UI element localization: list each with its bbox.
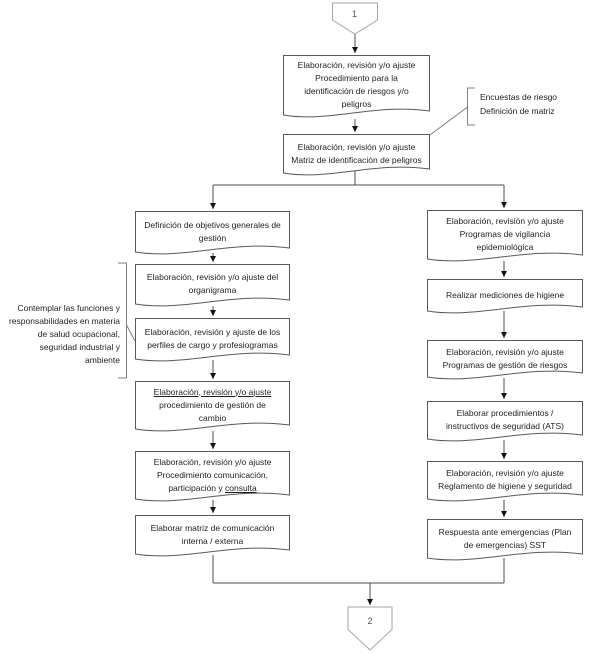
- bracket-right-icon: [467, 87, 475, 126]
- annotation-text-line: seguridad industrial y: [39, 342, 120, 352]
- node-comunicacion-consulta: Elaboración, revisión y/o ajuste Procedi…: [135, 451, 290, 505]
- annotation-encuestas-riesgo: Encuestas de riesgo Definición de matriz: [480, 90, 557, 118]
- node-text-line: Respuesta ante emergencias (Plan: [438, 526, 572, 537]
- node-respuesta-emergencias: Respuesta ante emergencias (Plan de emer…: [427, 519, 583, 564]
- node-objetivos-generales: Definición de objetivos generales de ges…: [135, 211, 290, 258]
- node-matriz-comunicacion: Elaborar matriz de comunicación interna …: [135, 515, 290, 560]
- node-text-line: Elaboración, revisión y/o ajuste: [153, 456, 272, 467]
- annotation-text-line: responsabilidades en materia: [8, 316, 120, 326]
- node-matriz-identificacion-peligros: Elaboración, revisión y/o ajuste Matriz …: [283, 134, 430, 179]
- annotation-text-line: de salud ocupacional,: [37, 329, 120, 339]
- document-shape-outline: [427, 279, 583, 314]
- document-shape-outline: [135, 211, 290, 255]
- node-vigilancia-epidemiologica: Elaboración, revisión y/o ajuste Program…: [427, 210, 583, 265]
- document-shape-outline: [135, 264, 290, 307]
- node-text-line: Realizar mediciones de higiene: [445, 289, 565, 300]
- annotation-contemplar-funciones: Contemplar las funciones y responsabilid…: [0, 302, 120, 367]
- node-organigrama: Elaboración, revisión y/o ajuste del org…: [135, 264, 290, 310]
- node-text-line: Procedimiento para la: [315, 73, 398, 83]
- node-text-line: identificación de riesgos y/o: [304, 86, 409, 96]
- node-text-line: Elaboración, revisión y/o ajuste: [297, 141, 416, 152]
- node-text-line: Elaboración, revisión y/o ajuste del: [146, 272, 279, 282]
- offpage-connector-end-shape: [347, 606, 393, 651]
- node-instructivos-ats: Elaborar procedimientos / instructivos d…: [427, 401, 583, 445]
- document-shape-outline: [135, 515, 290, 557]
- bracket-left-leader: [126, 324, 136, 342]
- node-proc-identificacion-riesgos: Elaboración, revisión y/o ajuste Procedi…: [283, 55, 430, 121]
- node-text-line: cambio: [198, 412, 227, 423]
- node-text-line: gestión: [198, 232, 227, 243]
- node-text-line: Definición de objetivos generales de: [144, 219, 281, 230]
- node-text-line: Elaboración, revisión y/o ajuste: [446, 346, 564, 357]
- annotation-text-line: Contemplar las funciones y: [17, 303, 120, 313]
- document-shape-outline: [135, 318, 290, 362]
- document-shape-outline: [427, 401, 583, 442]
- document-shape-outline: [427, 461, 583, 502]
- node-perfiles-cargo: Elaboración, revisión y ajuste de los pe…: [135, 318, 290, 365]
- bracket-left-icon: [118, 262, 127, 379]
- node-text-line: Elaboración, revisión y/o ajuste: [297, 60, 416, 70]
- node-text-line: Elaboración, revisión y/o ajuste: [446, 216, 564, 226]
- node-reglamento-higiene: Elaboración, revisión y/o ajuste Reglame…: [427, 461, 583, 505]
- node-text-line: Elaborar matriz de comunicación: [150, 522, 275, 533]
- node-text-line: epidemiológica: [476, 242, 534, 252]
- node-text-line: Procedimiento comunicación,: [156, 469, 269, 480]
- node-text-line: Elaboración, revisión y ajuste de los: [144, 326, 281, 337]
- node-text-line: procedimiento de gestión de: [159, 399, 266, 410]
- node-text-line: peligros: [341, 99, 372, 109]
- document-shape-outline: [427, 340, 583, 380]
- document-shape-outline: [427, 210, 583, 262]
- node-text-line: de emergencias) SST: [463, 539, 547, 550]
- node-text-line: participación y consulta: [168, 482, 257, 493]
- node-text-line: Programas de gestión de riesgos: [442, 359, 568, 370]
- annotation-text-line: ambiente: [85, 355, 120, 365]
- document-shape-outline: [283, 134, 430, 176]
- document-shape-outline: [135, 451, 290, 502]
- bracket-right-leader: [429, 106, 468, 136]
- node-text-line: perfiles de cargo y profesiogramas: [147, 339, 278, 350]
- node-gestion-cambio: Elaboración, revisión y/o ajuste procedi…: [135, 381, 290, 435]
- node-text-line: organigrama: [188, 285, 237, 295]
- document-shape-outline: [427, 519, 583, 561]
- offpage-connector-end-label: 2: [367, 616, 373, 626]
- offpage-connector-start-label: 1: [351, 9, 357, 19]
- node-text-line: interna / externa: [181, 535, 244, 546]
- node-text-line: Programas de vigilancia: [459, 229, 551, 239]
- node-text-line: instructivos de seguridad (ATS): [446, 421, 564, 431]
- node-mediciones-higiene: Realizar mediciones de higiene: [427, 279, 583, 317]
- offpage-connector-start-shape: [332, 2, 378, 35]
- document-shape-outline: [283, 55, 430, 118]
- annotation-text-line: Encuestas de riesgo: [480, 92, 558, 102]
- annotation-text-line: Definición de matriz: [480, 106, 555, 116]
- node-text-line: Elaboración, revisión y/o ajuste: [153, 386, 272, 397]
- node-text-line: Reglamento de higiene y seguridad: [438, 481, 572, 491]
- node-text-line: Elaborar procedimientos /: [456, 408, 554, 418]
- document-shape-outline: [135, 381, 290, 432]
- node-text-line: Elaboración, revisión y/o ajuste: [446, 468, 564, 478]
- node-text-line: Matriz de identificación de peligros: [291, 154, 422, 165]
- node-programas-gestion-riesgos: Elaboración, revisión y/o ajuste Program…: [427, 340, 583, 383]
